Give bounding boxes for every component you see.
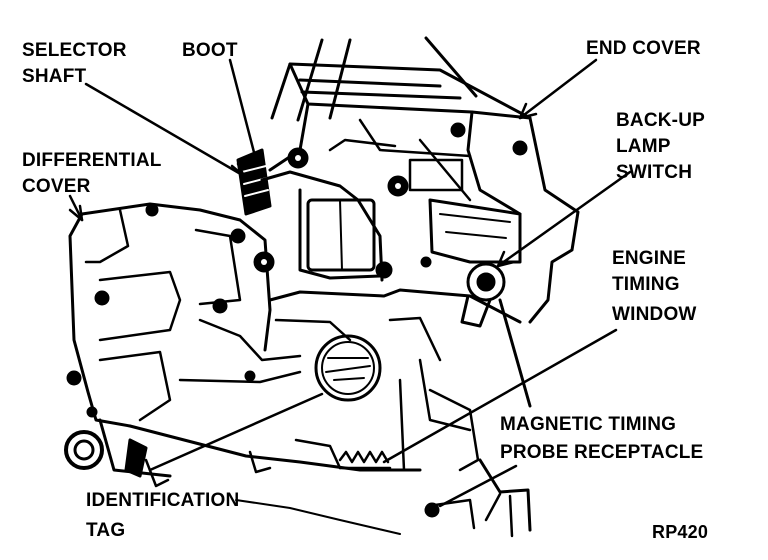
leader-identification-tag bbox=[148, 392, 324, 472]
leader-boot bbox=[228, 58, 258, 162]
probe-receptacle-part bbox=[338, 450, 392, 470]
figure-reference: RP420 bbox=[652, 522, 708, 542]
back-up-lamp-switch-part bbox=[460, 262, 506, 328]
leader-differential-cover bbox=[68, 194, 84, 222]
callout-labels: SELECTOR SHAFT BOOT END COVER DIFFERENTI… bbox=[22, 38, 710, 542]
engine-timing-window-part bbox=[314, 334, 382, 402]
label-selector-shaft: SELECTOR SHAFT bbox=[22, 40, 132, 87]
label-differential-cover: DIFFERENTIAL COVER bbox=[22, 150, 167, 197]
leader-selector-shaft bbox=[84, 82, 246, 178]
leader-back-up-lamp-switch bbox=[496, 170, 632, 268]
leader-end-cover bbox=[518, 58, 598, 120]
label-boot: BOOT bbox=[182, 40, 238, 61]
transaxle-illustration bbox=[64, 36, 580, 538]
label-magnetic-timing-probe-receptacle: MAGNETIC TIMING PROBE RECEPTACLE bbox=[500, 414, 703, 463]
label-engine-timing-window: ENGINE TIMING WINDOW bbox=[612, 248, 697, 325]
label-identification-tag: IDENTIFICATION TAG bbox=[86, 490, 245, 541]
leader-probe-receptacle-upper bbox=[498, 298, 532, 408]
label-back-up-lamp-switch: BACK-UP LAMP SWITCH bbox=[616, 110, 710, 183]
leader-lines bbox=[68, 58, 632, 508]
leader-probe-receptacle-lower bbox=[438, 464, 518, 508]
boot-bellows bbox=[236, 148, 272, 216]
label-end-cover: END COVER bbox=[586, 38, 701, 59]
leader-engine-timing-window bbox=[382, 328, 618, 464]
